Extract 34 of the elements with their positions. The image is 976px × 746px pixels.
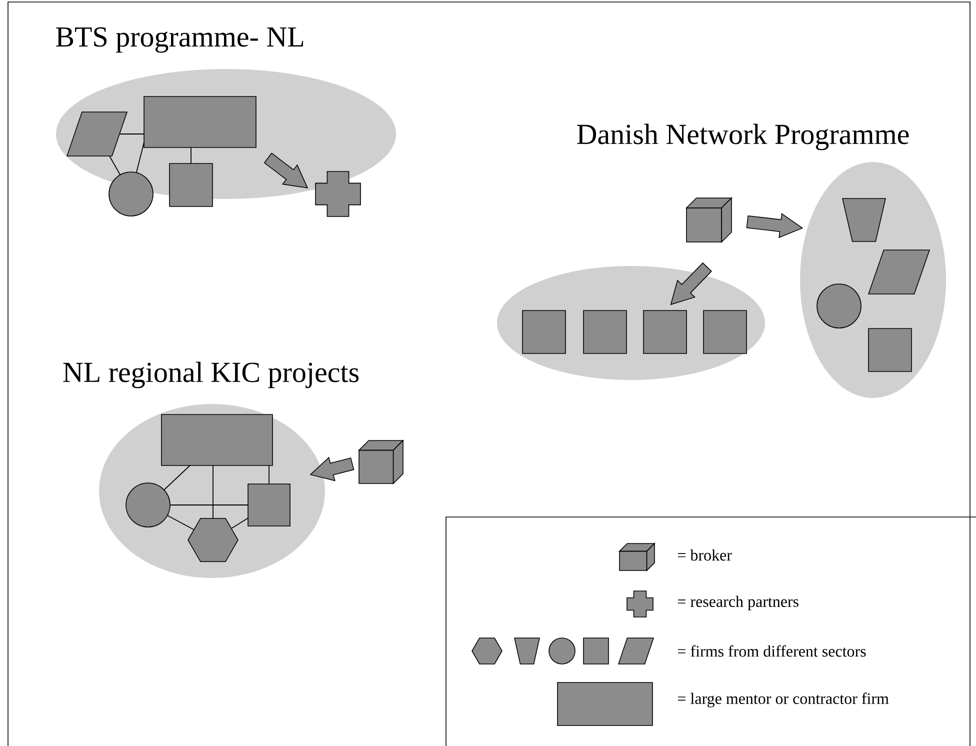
connector-line [109, 156, 120, 175]
connector-line [167, 515, 194, 530]
firm-rectangle [161, 414, 273, 466]
legend-text: = firms from different sectors [678, 645, 866, 657]
connector-line [136, 142, 144, 173]
legend-text: = research partners [678, 596, 798, 610]
heading: Danish Network Programme [577, 124, 909, 150]
legend-text: = broker [678, 549, 732, 561]
connector-line [212, 465, 214, 518]
cross-shape [315, 171, 361, 217]
block-arrow [310, 456, 354, 482]
block-arrow [746, 212, 804, 238]
firm-rectangle [144, 96, 256, 148]
hexagon-shape [188, 518, 238, 562]
square-shape [643, 310, 687, 354]
connector-line [170, 504, 248, 506]
heading: NL regional KIC projects [63, 362, 359, 388]
square-shape [703, 310, 747, 354]
connector-line [164, 465, 190, 490]
square-shape [868, 328, 912, 372]
square-shape [583, 310, 627, 354]
connector-line [231, 518, 248, 529]
trapezoid-shape [842, 198, 886, 242]
square-shape [522, 310, 566, 354]
square-shape [248, 484, 290, 526]
connector-line [268, 465, 270, 484]
connector-line [190, 147, 192, 164]
heading: BTS programme- NL [56, 27, 304, 53]
circle-shape [816, 284, 862, 328]
legend-text: = large mentor or contractor firm [678, 692, 889, 708]
circle-shape [126, 482, 170, 528]
circle-shape [108, 172, 154, 216]
block-arrow [264, 152, 308, 188]
square-shape [169, 163, 213, 207]
